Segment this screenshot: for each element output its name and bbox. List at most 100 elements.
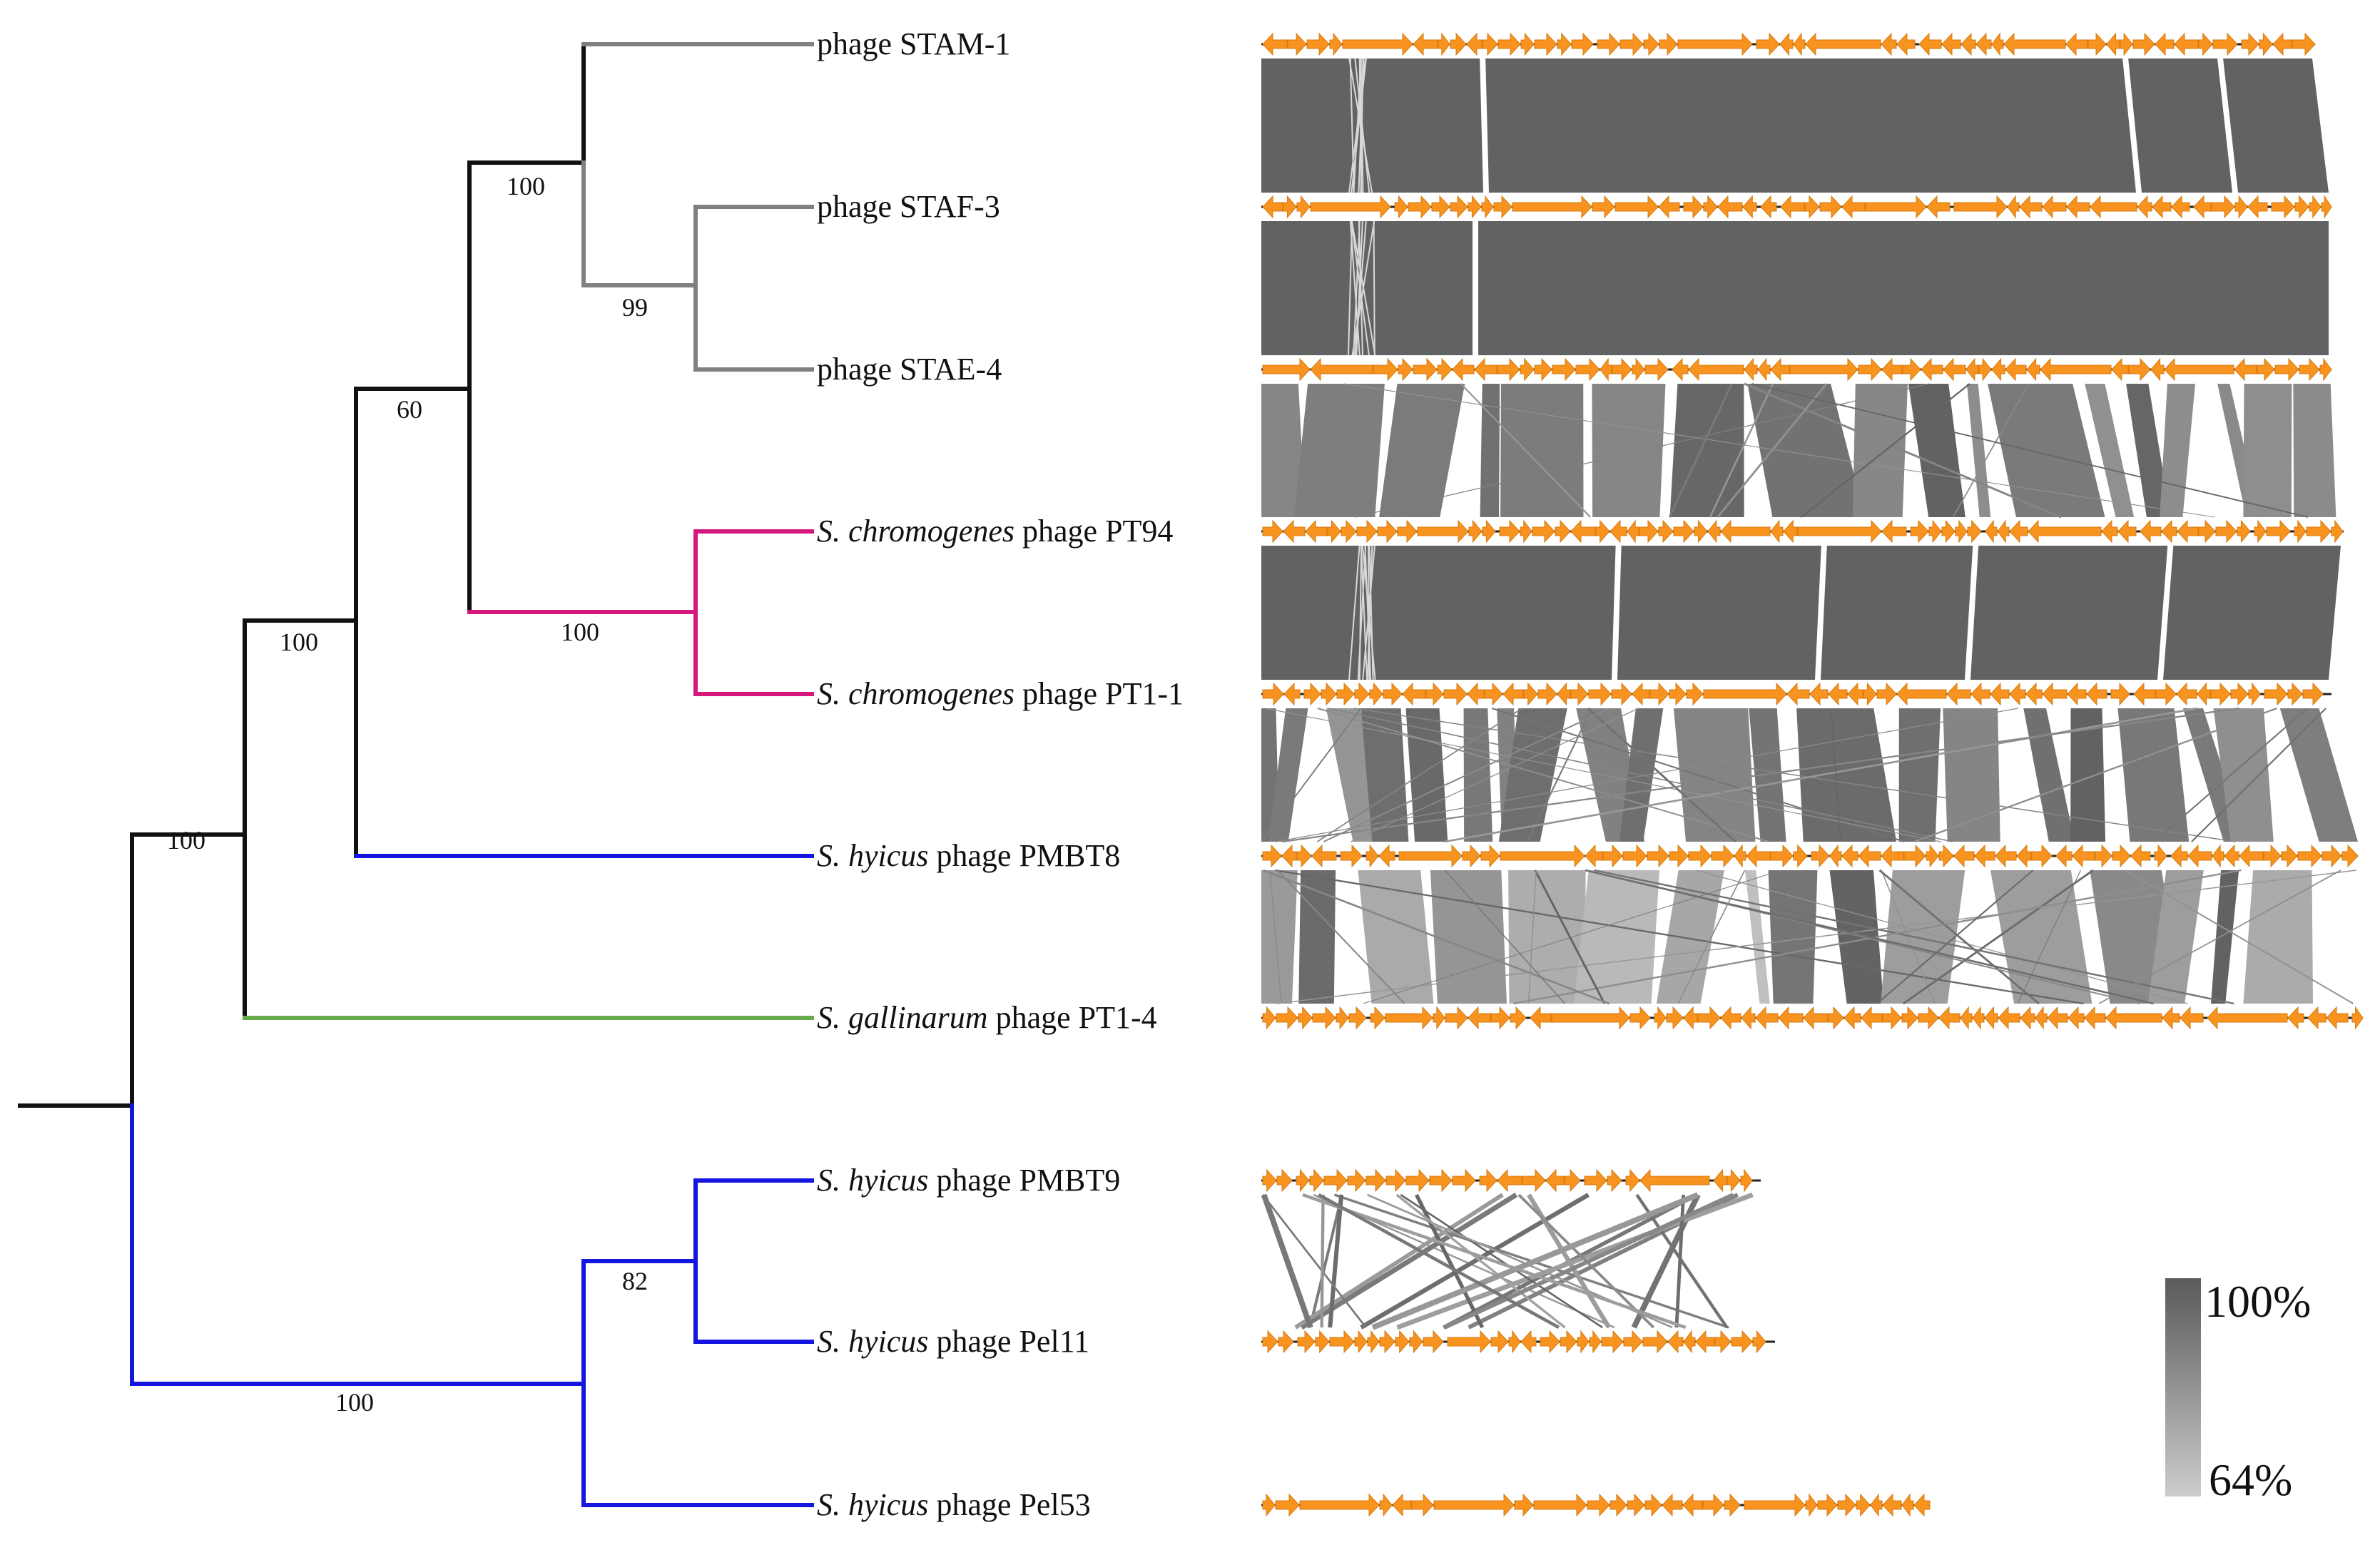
gene-arrow (1585, 844, 1603, 868)
gene-arrow (1847, 682, 1863, 706)
identity-link (1534, 870, 1606, 1004)
gene-arrow (1262, 1330, 1278, 1354)
taxon-label-pmbt8: S. hyicus phage PMBT8 (817, 838, 1120, 873)
identity-link (2191, 708, 2326, 842)
gene-arrow (2351, 1006, 2364, 1030)
gene-arrow (1841, 844, 1858, 868)
phylogenetic-tree (18, 42, 814, 1507)
gene-arrow (1786, 682, 1810, 706)
gene-arrow (1493, 195, 1512, 219)
gene-arrow (1299, 1493, 1380, 1517)
taxon-label-pmbt9: S. hyicus phage PMBT9 (817, 1163, 1120, 1198)
gene-arrow (1643, 32, 1659, 56)
identity-band (1881, 870, 1965, 1004)
genome-track-pt14 (1261, 1006, 2364, 1030)
gene-arrow (2090, 195, 2137, 219)
gene-arrow (2164, 357, 2234, 382)
identity-band (1379, 384, 1465, 517)
gene-arrow (1570, 682, 1589, 706)
gene-arrow (1960, 1006, 1973, 1030)
gene-arrow (1348, 1006, 1367, 1030)
gene-arrow (1571, 32, 1594, 56)
bootstrap-label: 82 (622, 1267, 648, 1295)
gene-arrow (1597, 32, 1620, 56)
gene-arrow (1881, 519, 1907, 544)
gene-arrow (2007, 195, 2020, 219)
identity-band (2147, 870, 2204, 1004)
gene-arrow (1298, 1006, 1313, 1030)
gene-arrow (1702, 1493, 1724, 1517)
identity-link (1444, 870, 1566, 1004)
gene-arrow (1780, 195, 1805, 219)
gene-arrow (1990, 682, 2010, 706)
gene-arrow (1474, 357, 1497, 382)
gene-arrow (2155, 32, 2175, 56)
identity-link (1444, 707, 2197, 843)
gene-arrow (1910, 519, 1929, 544)
gene-arrow (2031, 844, 2053, 868)
identity-band (1673, 708, 1756, 842)
gene-arrow (1817, 1493, 1838, 1517)
gene-arrow (2132, 32, 2155, 56)
gene-arrow (1398, 357, 1413, 382)
gene-arrow (2193, 195, 2212, 219)
identity-link (1363, 870, 1781, 1004)
gene-arrow (1789, 357, 1858, 382)
gene-arrow (1385, 1006, 1433, 1030)
gene-arrow (1805, 1493, 1818, 1517)
gene-arrow (1602, 844, 1623, 868)
gene-arrow (1262, 1493, 1276, 1517)
identity-link (1353, 708, 2236, 842)
gene-arrow (1809, 682, 1829, 706)
gene-arrow (1588, 682, 1612, 706)
gene-arrow (2028, 519, 2102, 544)
gene-arrow (1347, 1168, 1366, 1193)
bootstrap-label: 100 (335, 1388, 374, 1417)
gene-arrow (1669, 682, 1687, 706)
gene-arrow (1921, 357, 1943, 382)
identity-band (1261, 221, 1473, 355)
gene-arrow (1429, 1168, 1453, 1193)
gene-arrow (1409, 1330, 1423, 1354)
gene-arrow (2274, 357, 2299, 382)
gene-arrow (1408, 195, 1432, 219)
identity-link (1263, 869, 1610, 1005)
gene-arrow (1310, 195, 1391, 219)
tree-branch-blue-clade (130, 1178, 814, 1507)
gene-arrow (1467, 682, 1485, 706)
gene-arrow (1329, 32, 1343, 56)
gene-arrow (1413, 357, 1438, 382)
taxon-label-stae4: phage STAE-4 (817, 352, 1002, 387)
gene-arrow (2065, 32, 2088, 56)
gene-arrow (1941, 519, 1956, 544)
taxon-labels: phage STAM-1 phage STAF-3 phage STAE-4 S… (817, 26, 1184, 1522)
gene-arrow (1557, 32, 1572, 56)
identity-band (1430, 870, 1507, 1004)
gene-arrow (1468, 195, 1482, 219)
gene-arrow (1500, 844, 1585, 868)
bootstrap-label: 100 (167, 826, 205, 855)
identity-link (1348, 545, 1361, 680)
gene-arrow (1584, 1168, 1607, 1193)
gene-arrow (2247, 195, 2268, 219)
gene-arrow (1497, 1168, 1522, 1193)
genome-track-pt11 (1261, 682, 2331, 706)
gene-arrow (1803, 1006, 1829, 1030)
gene-arrow (1734, 844, 1746, 868)
gene-arrow (1497, 32, 1521, 56)
gene-arrow (1490, 1330, 1509, 1354)
gene-arrow (1512, 195, 1592, 219)
gene-arrow (1397, 519, 1418, 544)
gene-arrow (1975, 32, 1992, 56)
gene-arrow (1865, 195, 1927, 219)
identity-band (2211, 870, 2239, 1004)
identity-band (1966, 384, 1991, 517)
gene-arrow (2234, 195, 2248, 219)
gene-arrow (1612, 357, 1632, 382)
gene-arrow (1625, 1168, 1640, 1193)
gene-arrow (1829, 844, 1842, 868)
gene-arrow (1262, 844, 1282, 868)
gene-arrow (1262, 1168, 1277, 1193)
identity-link (1594, 869, 2234, 1005)
gene-arrow (1649, 682, 1669, 706)
